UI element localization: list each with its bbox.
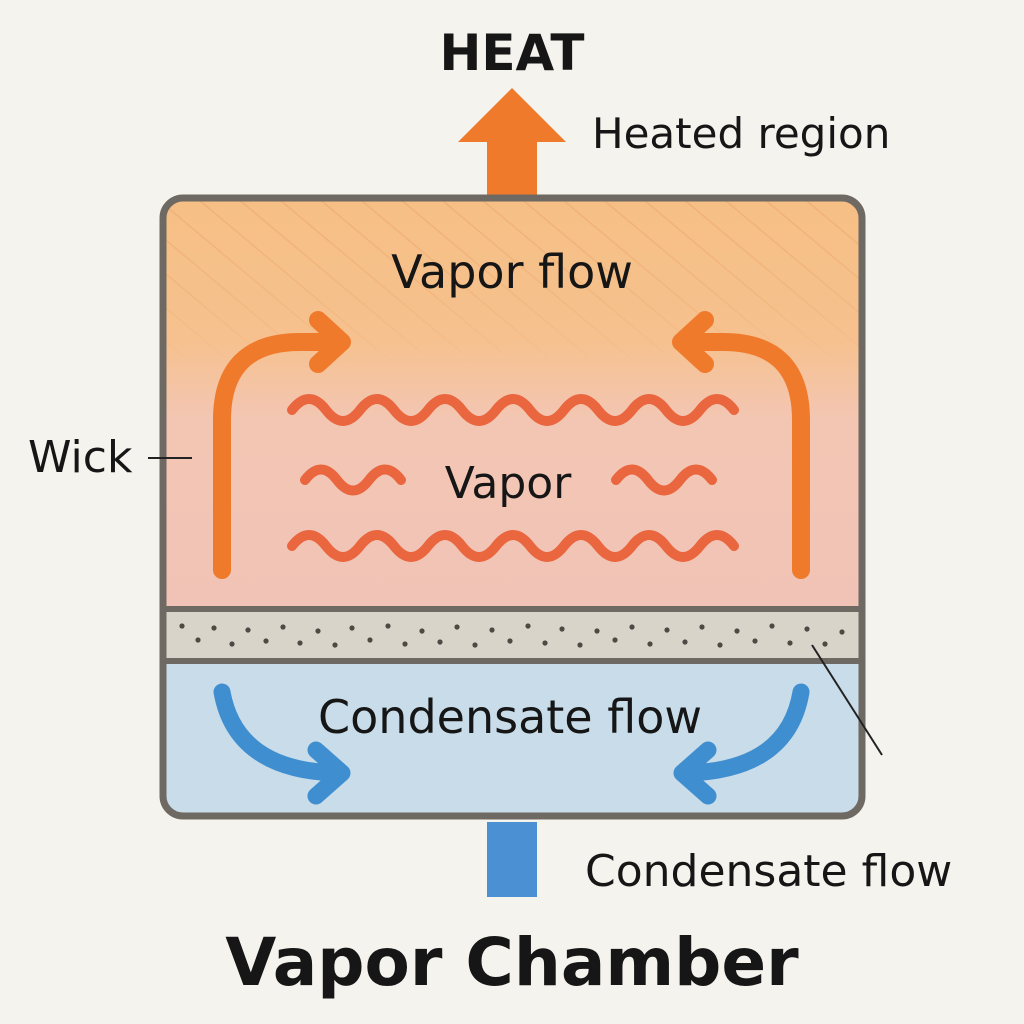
condensate-flow-left-arrow-icon: [213, 683, 345, 782]
heat-arrow-icon: [458, 88, 566, 196]
vapor-flow-right-arrow-icon: [676, 333, 810, 579]
wick-layer: [163, 612, 862, 658]
condensate-leader-line: [811, 644, 883, 756]
vapor-label: Vapor: [445, 458, 572, 509]
heat-input-bar: [487, 822, 537, 897]
wick-label: Wick: [28, 432, 133, 483]
vapor-flow-label: Vapor flow: [391, 245, 633, 299]
condensate-flow-right-arrow-icon: [679, 683, 810, 782]
condensate-flow-outer-label: Condensate flow: [585, 846, 952, 897]
wick-pores: [179, 623, 845, 648]
vapor-flow-left-arrow-icon: [213, 333, 347, 579]
chamber-casing: [159, 194, 866, 820]
condensate-region: [163, 662, 862, 816]
condensate-flow-arrows: [213, 683, 810, 805]
vapor-wave-icon: [300, 464, 406, 496]
condensate-flow-inner-label: Condensate flow: [318, 690, 702, 744]
vapor-wave-icon: [611, 464, 717, 496]
heat-label: HEAT: [440, 24, 585, 82]
vapor-flow-arrows: [213, 311, 810, 579]
vapor-wave-icon: [287, 530, 739, 562]
diagram-title: Vapor Chamber: [225, 924, 799, 1001]
vapor-wave-icon: [287, 394, 739, 426]
vapor-waves: [287, 394, 739, 562]
heated-region-label: Heated region: [592, 109, 890, 158]
